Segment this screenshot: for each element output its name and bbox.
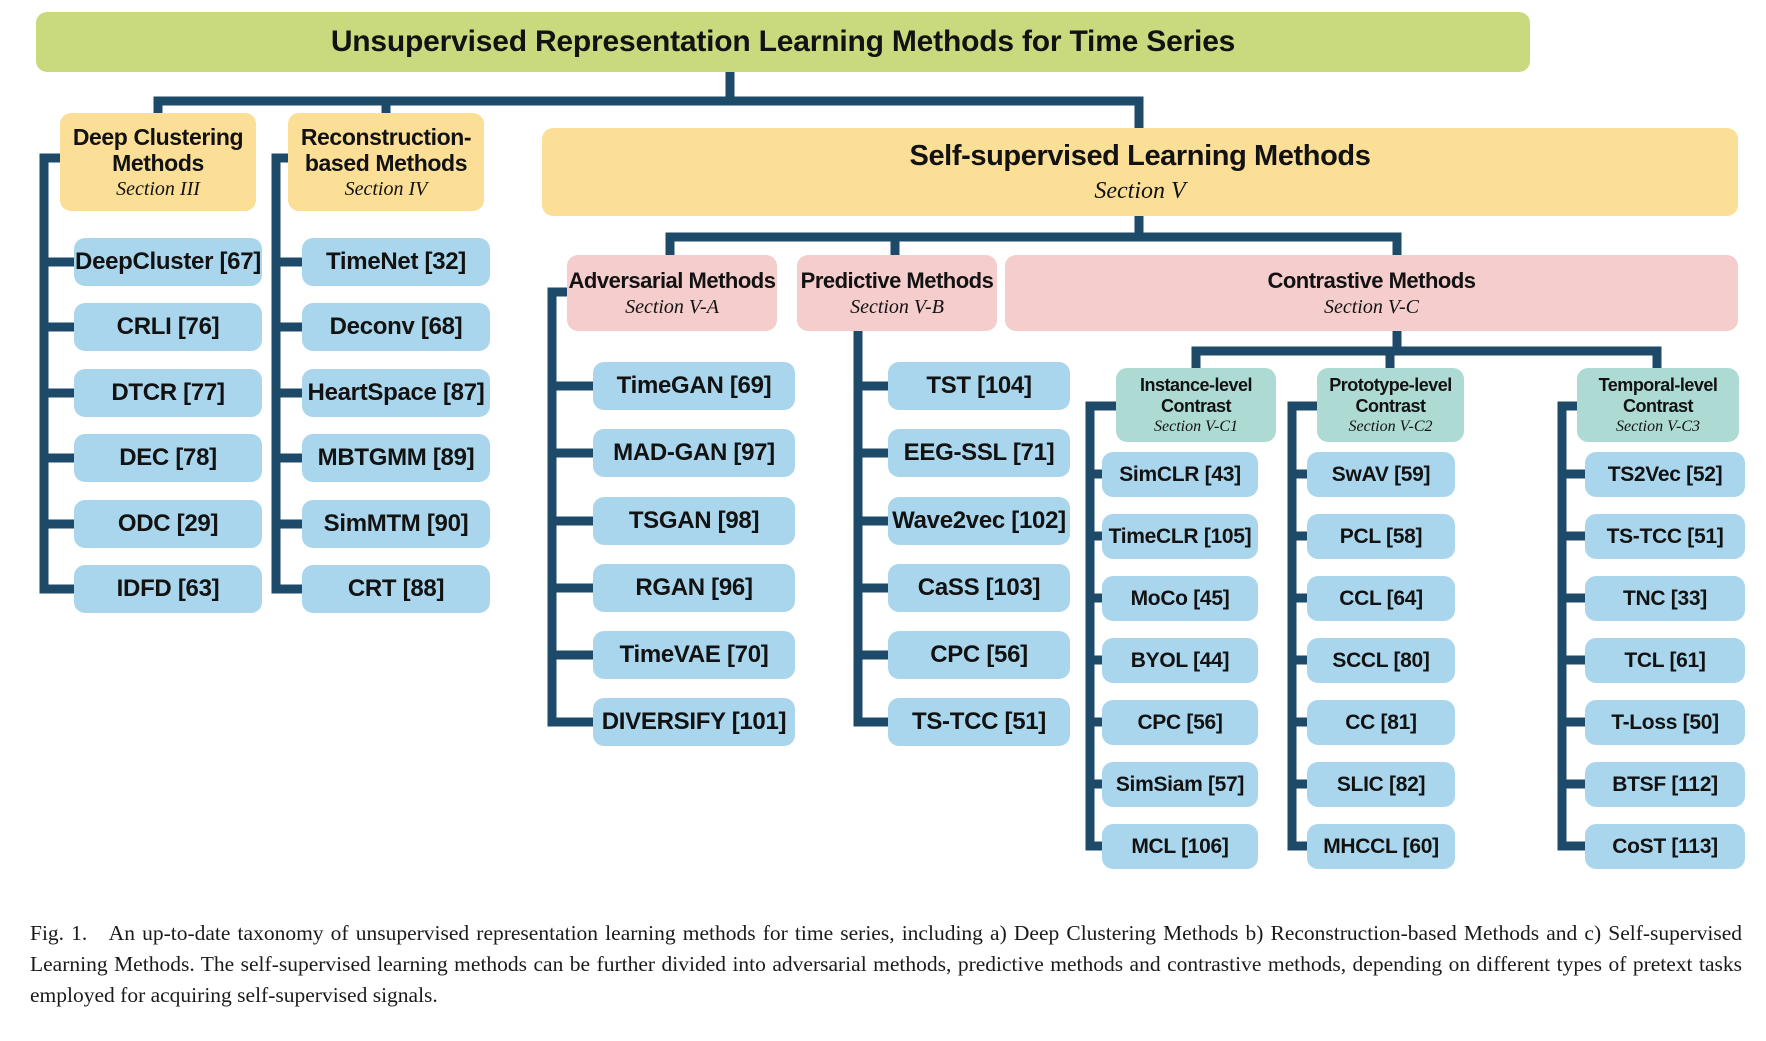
branch-instance-contrast: Instance-level Contrast Section V-C1	[1116, 368, 1276, 442]
leaf-tnc: TNC [33]	[1585, 576, 1745, 621]
branch-reconstruction-label: Reconstruction-based Methods	[300, 123, 472, 176]
branch-instance-contrast-label: Instance-level Contrast	[1139, 374, 1253, 416]
leaf-mad-gan: MAD-GAN [97]	[593, 429, 795, 477]
branch-adversarial-label: Adversarial Methods	[568, 267, 776, 293]
leaf-tst: TST [104]	[888, 362, 1070, 410]
leaf-simsiam: SimSiam [57]	[1102, 762, 1258, 807]
leaf-cc: CC [81]	[1307, 700, 1455, 745]
branch-predictive: Predictive Methods Section V-B	[797, 255, 997, 331]
leaf-mbtgmm: MBTGMM [89]	[302, 434, 490, 482]
connector-ssl-to-level2	[665, 207, 1402, 265]
branch-reconstruction: Reconstruction-based Methods Section IV	[288, 113, 484, 211]
leaf-ccl: CCL [64]	[1307, 576, 1455, 621]
leaf-rgan: RGAN [96]	[593, 564, 795, 612]
root-node: Unsupervised Representation Learning Met…	[36, 12, 1530, 72]
leaf-simmtm: SimMTM [90]	[302, 500, 490, 548]
connector-contrastive-to-level3	[1191, 325, 1662, 377]
leaf-pcl: PCL [58]	[1307, 514, 1455, 559]
branch-adversarial: Adversarial Methods Section V-A	[567, 255, 777, 331]
leaf-simclr: SimCLR [43]	[1102, 452, 1258, 497]
branch-instance-contrast-section: Section V-C1	[1154, 417, 1238, 435]
leaf-sccl: SCCL [80]	[1307, 638, 1455, 683]
leaf-t-loss: T-Loss [50]	[1585, 700, 1745, 745]
leaf-deconv: Deconv [68]	[302, 303, 490, 351]
branch-self-supervised-label: Self-supervised Learning Methods	[909, 139, 1371, 172]
leaf-eeg-ssl: EEG-SSL [71]	[888, 429, 1070, 477]
branch-self-supervised: Self-supervised Learning Methods Section…	[542, 128, 1738, 216]
leaf-timeclr: TimeCLR [105]	[1102, 514, 1258, 559]
leaf-idfd: IDFD [63]	[74, 565, 262, 613]
branch-temporal-contrast-label: Temporal-level Contrast	[1598, 374, 1718, 416]
leaf-timevae: TimeVAE [70]	[593, 631, 795, 679]
leaf-crli: CRLI [76]	[74, 303, 262, 351]
leaf-slic: SLIC [82]	[1307, 762, 1455, 807]
leaf-mcl: MCL [106]	[1102, 824, 1258, 869]
leaf-diversify: DIVERSIFY [101]	[593, 698, 795, 746]
branch-deep-clustering-label: Deep Clustering Methods	[72, 123, 244, 176]
leaf-heartspace: HeartSpace [87]	[302, 369, 490, 417]
branch-reconstruction-section: Section IV	[344, 177, 428, 200]
leaf-btsf: BTSF [112]	[1585, 762, 1745, 807]
leaf-ts-tcc: TS-TCC [51]	[888, 698, 1070, 746]
figure-caption: Fig. 1. An up-to-date taxonomy of unsupe…	[30, 921, 1742, 1007]
branch-predictive-section: Section V-B	[850, 295, 944, 318]
branch-deep-clustering: Deep Clustering Methods Section III	[60, 113, 256, 211]
leaf-ts-tcc-2: TS-TCC [51]	[1585, 514, 1745, 559]
leaf-deepcluster: DeepCluster [67]	[74, 238, 262, 286]
leaf-timenet: TimeNet [32]	[302, 238, 490, 286]
leaf-wave2vec: Wave2vec [102]	[888, 497, 1070, 545]
branch-self-supervised-section: Section V	[1094, 177, 1186, 204]
leaf-cass: CaSS [103]	[888, 564, 1070, 612]
leaf-tcl: TCL [61]	[1585, 638, 1745, 683]
branch-prototype-contrast: Prototype-level Contrast Section V-C2	[1317, 368, 1464, 442]
branch-temporal-contrast: Temporal-level Contrast Section V-C3	[1577, 368, 1739, 442]
leaf-swav: SwAV [59]	[1307, 452, 1455, 497]
branch-prototype-contrast-section: Section V-C2	[1348, 417, 1433, 435]
leaf-tsgan: TSGAN [98]	[593, 497, 795, 545]
figure-title: Unsupervised Representation Learning Met…	[330, 25, 1236, 58]
leaf-mhccl: MHCCL [60]	[1307, 824, 1455, 869]
leaf-moco: MoCo [45]	[1102, 576, 1258, 621]
branch-prototype-contrast-label: Prototype-level Contrast	[1329, 374, 1452, 416]
branch-contrastive: Contrastive Methods Section V-C	[1005, 255, 1738, 331]
leaf-cpc: CPC [56]	[888, 631, 1070, 679]
leaf-byol: BYOL [44]	[1102, 638, 1258, 683]
connector-adversarial-trunk	[547, 287, 604, 727]
branch-temporal-contrast-section: Section V-C3	[1616, 417, 1700, 435]
leaf-cpc-2: CPC [56]	[1102, 700, 1258, 745]
leaf-crt: CRT [88]	[302, 565, 490, 613]
leaf-odc: ODC [29]	[74, 500, 262, 548]
leaf-ts2vec: TS2Vec [52]	[1585, 452, 1745, 497]
branch-adversarial-section: Section V-A	[625, 295, 719, 318]
leaf-dtcr: DTCR [77]	[74, 369, 262, 417]
leaf-dec: DEC [78]	[74, 434, 262, 482]
leaf-timegan: TimeGAN [69]	[593, 362, 795, 410]
branch-predictive-label: Predictive Methods	[800, 267, 994, 293]
branch-contrastive-section: Section V-C	[1324, 295, 1419, 318]
leaf-cost: CoST [113]	[1585, 824, 1745, 869]
branch-contrastive-label: Contrastive Methods	[1267, 267, 1476, 293]
branch-deep-clustering-section: Section III	[116, 177, 200, 200]
